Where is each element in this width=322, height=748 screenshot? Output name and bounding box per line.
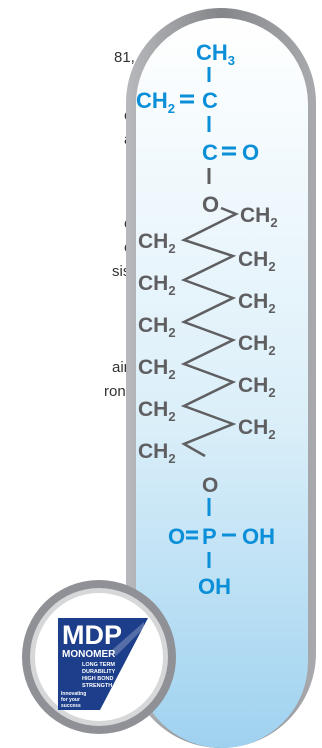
- badge-line-2: DURABILITY: [82, 669, 116, 675]
- ch2-group: CH2: [238, 332, 276, 358]
- badge-subtitle: MONOMER: [62, 649, 116, 660]
- badge-tagline-2: for your: [61, 697, 80, 703]
- carbon-c-top: C: [202, 88, 218, 113]
- ch2-group: CH2: [240, 204, 278, 230]
- ch2-group: CH2: [138, 440, 176, 466]
- ch2-double-label: CH2: [136, 88, 175, 116]
- mdp-monomer-badge: MDP MONOMER LONG TERM DURABILITY HIGH BO…: [20, 578, 178, 736]
- ch2-group: CH2: [138, 314, 176, 340]
- badge-tagline-3: success: [61, 703, 81, 709]
- tube-inner: [136, 18, 308, 748]
- hydroxyl-right: OH: [242, 524, 275, 549]
- badge-tagline-1: Innovating: [61, 691, 86, 697]
- ch2-group: CH2: [138, 230, 176, 256]
- badge-line-1: LONG TERM: [82, 662, 115, 668]
- badge-line-4: STRENGTH: [82, 683, 112, 689]
- oxygen-carbonyl: O: [242, 140, 259, 165]
- oxygen-ester: O: [202, 192, 219, 217]
- ch2-group: CH2: [138, 272, 176, 298]
- oxygen-double-bond: O: [168, 524, 185, 549]
- ch2-group: CH2: [138, 356, 176, 382]
- badge-emblem: MDP MONOMER LONG TERM DURABILITY HIGH BO…: [22, 580, 176, 734]
- carbon-c-carbonyl: C: [202, 140, 218, 165]
- ch2-group: CH2: [238, 290, 276, 316]
- badge-stripe: [112, 622, 144, 656]
- text-fragment: sis: [112, 263, 131, 280]
- alkyl-chain-bonds: [180, 206, 240, 458]
- ch2-group: CH2: [238, 248, 276, 274]
- badge-line-3: HIGH BOND: [82, 676, 114, 682]
- hydroxyl-bottom: OH: [198, 574, 231, 599]
- ch2-group: CH2: [138, 398, 176, 424]
- oxygen-phosphate-link: O: [202, 474, 218, 497]
- ch2-group: CH2: [238, 374, 276, 400]
- phosphorus: P: [202, 524, 217, 549]
- badge-shield: [58, 618, 148, 710]
- badge-title: MDP: [62, 620, 122, 650]
- ch2-group: CH2: [238, 416, 276, 442]
- ch3-label: CH3: [196, 40, 235, 68]
- text-fragment: 81,: [114, 49, 135, 66]
